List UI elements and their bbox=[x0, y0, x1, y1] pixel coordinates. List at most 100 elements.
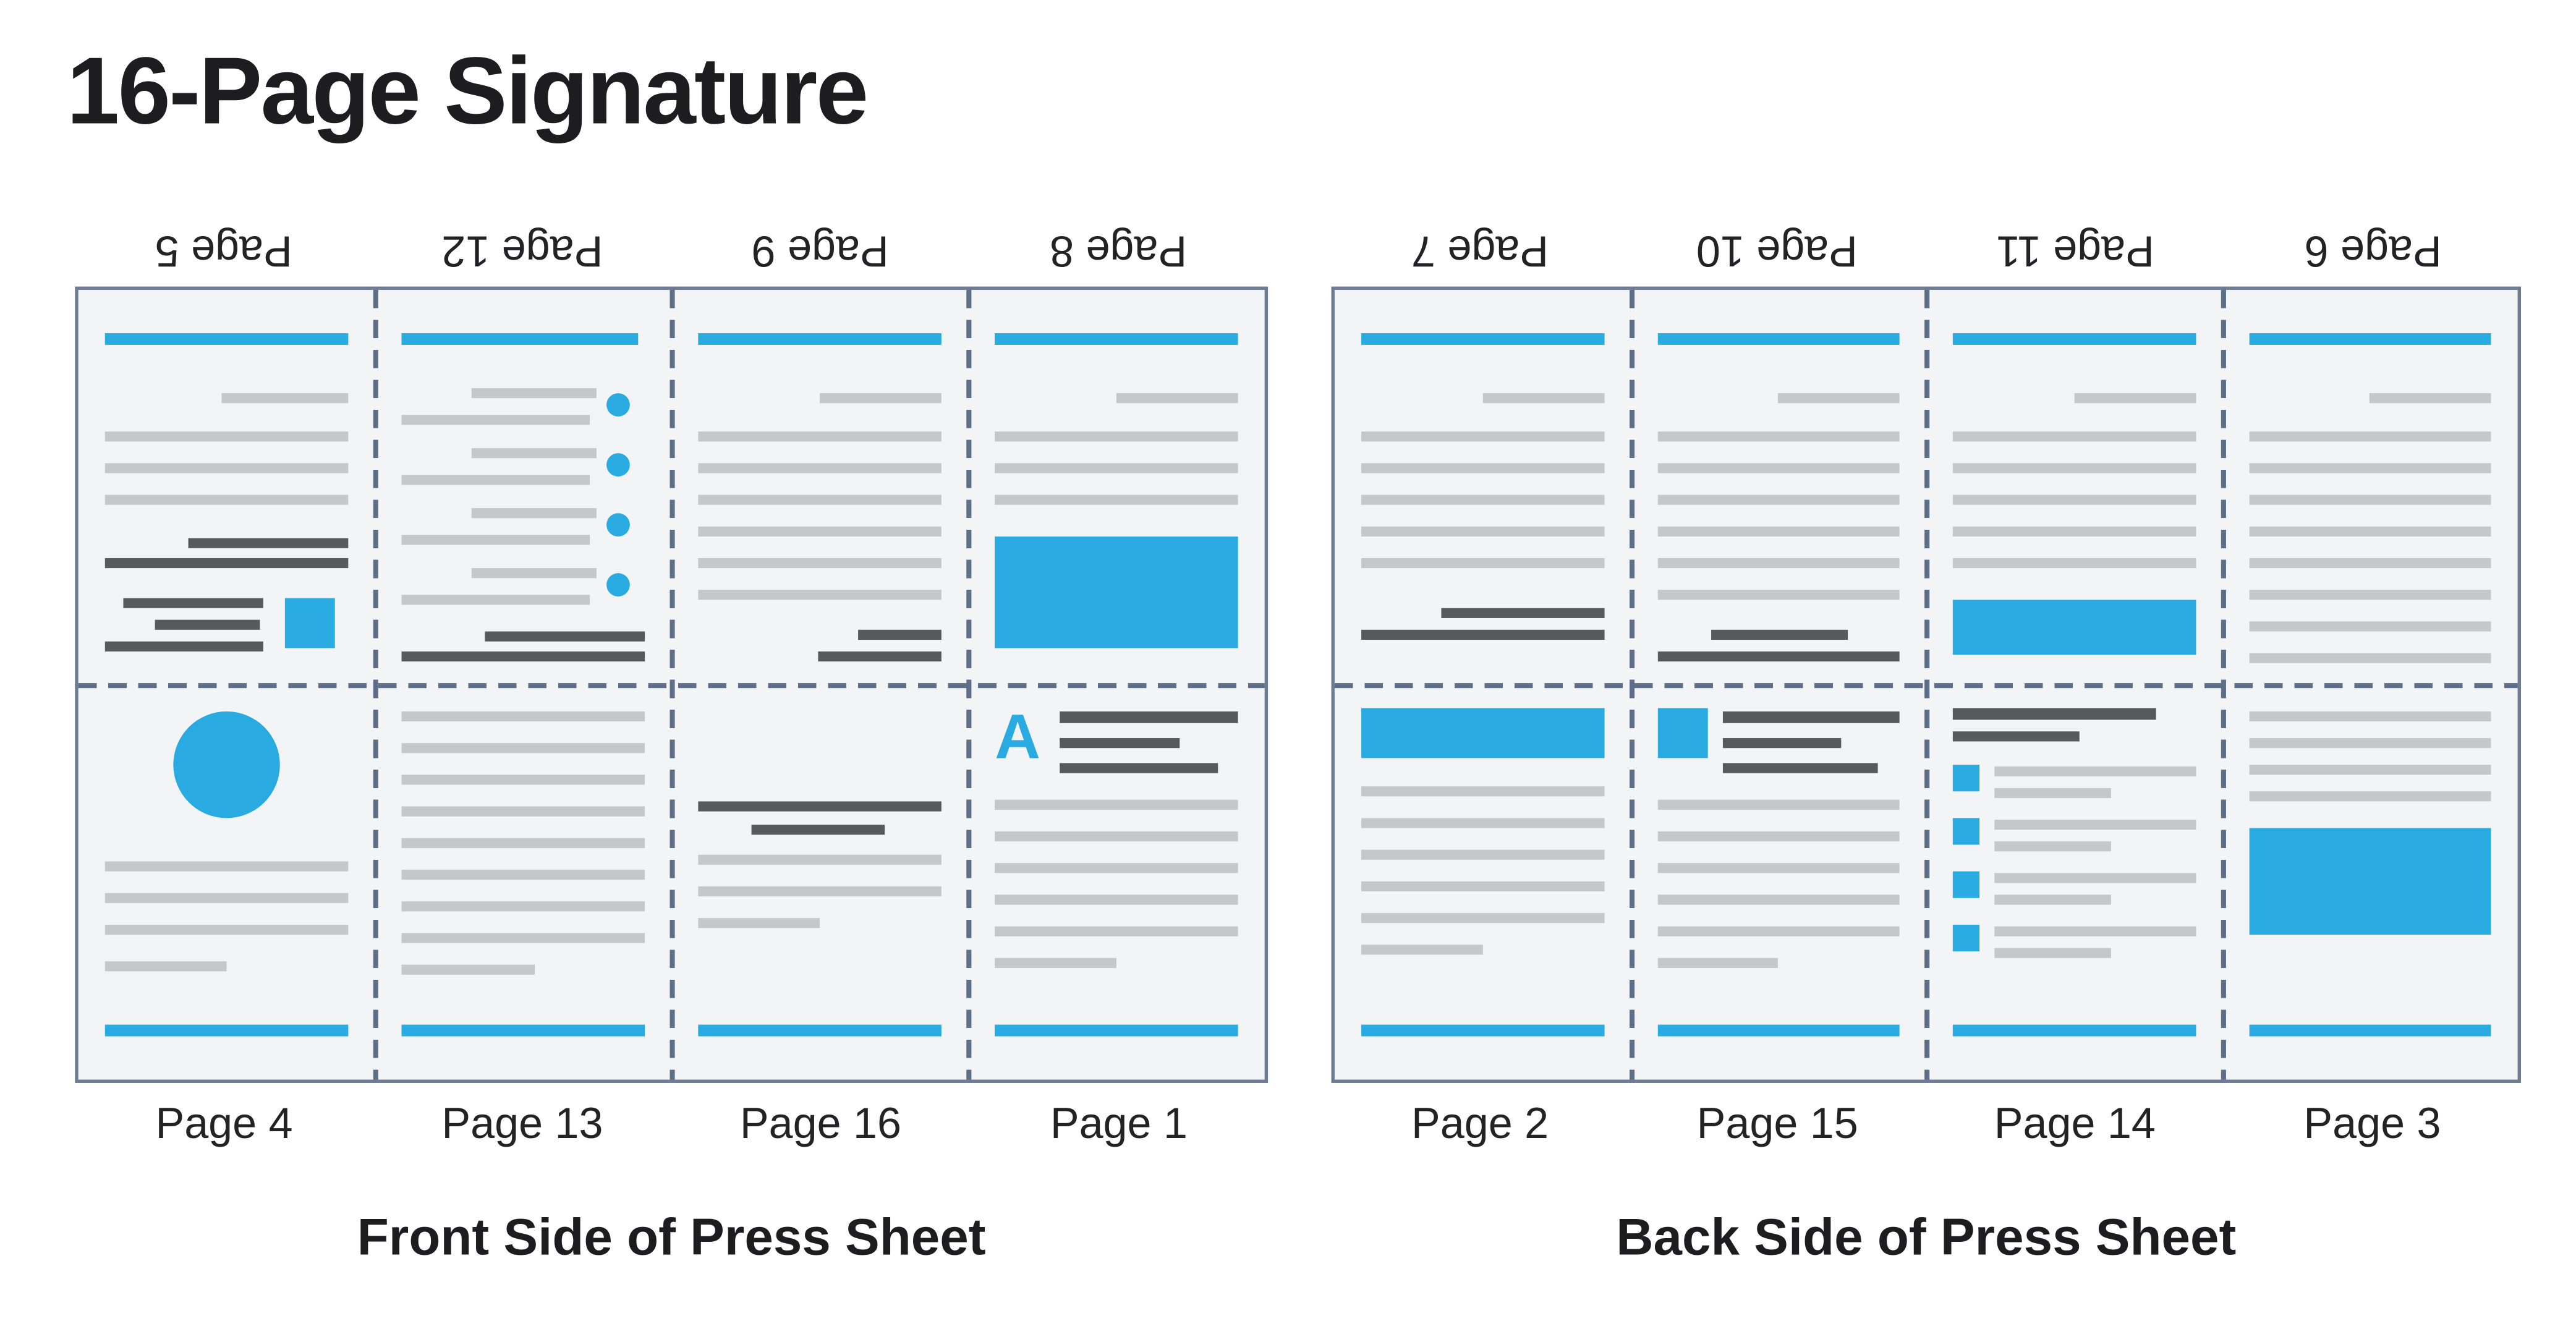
content-columns bbox=[1952, 818, 2196, 852]
content-column bbox=[1994, 818, 2196, 852]
placeholder-line bbox=[471, 508, 597, 519]
placeholder-line bbox=[484, 631, 645, 642]
content-column bbox=[1994, 925, 2196, 958]
bullet-square-icon bbox=[1952, 924, 1980, 952]
page-label-text: Page 8 bbox=[1050, 226, 1188, 276]
placeholder-line bbox=[401, 775, 645, 785]
content-column bbox=[606, 445, 645, 485]
spacer bbox=[698, 928, 942, 1024]
placeholder-line bbox=[401, 415, 590, 425]
placeholder-line bbox=[1952, 463, 2196, 474]
placeholder-line bbox=[2073, 393, 2196, 404]
content-column bbox=[285, 595, 348, 652]
title-bar bbox=[104, 333, 349, 345]
placeholder-line bbox=[1060, 711, 1238, 723]
content-column bbox=[606, 565, 645, 605]
placeholder-line bbox=[187, 538, 349, 548]
content-column bbox=[1060, 708, 1238, 773]
page-label: Page 1 bbox=[970, 1097, 1268, 1149]
placeholder-line bbox=[1778, 393, 1900, 404]
content-column bbox=[1722, 708, 1900, 773]
page-label: Page 6 bbox=[2224, 224, 2521, 276]
content-columns bbox=[401, 565, 645, 605]
page-cell-page-16 bbox=[671, 685, 968, 1080]
page-label-text: Page 9 bbox=[752, 226, 890, 276]
page-cell-page-13 bbox=[375, 685, 671, 1080]
spacer bbox=[2248, 935, 2491, 1025]
page-label: Page 3 bbox=[2224, 1097, 2521, 1149]
page-label: Page 13 bbox=[373, 1097, 671, 1149]
placeholder-line bbox=[154, 619, 260, 630]
drop-cap-letter: A bbox=[995, 703, 1041, 773]
placeholder-line bbox=[401, 651, 645, 662]
placeholder-line bbox=[1994, 948, 2111, 958]
placeholder-line bbox=[1361, 629, 1604, 640]
page-label-text: Page 15 bbox=[1696, 1097, 1858, 1147]
placeholder-line bbox=[104, 961, 227, 972]
placeholder-line bbox=[401, 743, 645, 754]
page-cell-page-3 bbox=[2222, 685, 2517, 1080]
bullet-square-icon bbox=[1952, 871, 1980, 898]
placeholder-line bbox=[817, 651, 942, 662]
placeholder-line bbox=[995, 926, 1238, 937]
placeholder-line bbox=[1722, 711, 1900, 723]
page-label-text: Page 2 bbox=[1411, 1097, 1549, 1147]
footer-bar bbox=[1361, 1024, 1604, 1037]
placeholder-line bbox=[401, 535, 590, 545]
content-column bbox=[1952, 924, 1984, 958]
placeholder-line bbox=[1441, 608, 1604, 618]
placeholder-line bbox=[1994, 788, 2111, 799]
content-column bbox=[1657, 708, 1715, 773]
content-columns bbox=[1952, 924, 2196, 958]
content-columns bbox=[104, 595, 349, 652]
placeholder-line bbox=[401, 838, 645, 848]
placeholder-line bbox=[1722, 763, 1879, 773]
bullet-square-icon bbox=[1952, 818, 1980, 845]
page-cell-page-2 bbox=[1335, 685, 1630, 1080]
placeholder-line bbox=[1952, 558, 2196, 569]
placeholder-line bbox=[1657, 463, 1900, 474]
content-column bbox=[1994, 765, 2196, 799]
placeholder-line bbox=[1952, 431, 2196, 442]
content-columns bbox=[1657, 708, 1900, 773]
placeholder-line bbox=[1361, 431, 1604, 442]
placeholder-line bbox=[1657, 651, 1900, 662]
placeholder-line bbox=[1952, 708, 2157, 720]
content-column bbox=[1994, 872, 2196, 905]
page-cell-page-6 bbox=[2222, 290, 2517, 685]
placeholder-line bbox=[698, 854, 942, 865]
page-cell-page-4 bbox=[79, 685, 375, 1080]
placeholder-line bbox=[1722, 738, 1842, 749]
placeholder-line bbox=[1657, 526, 1900, 537]
placeholder-line bbox=[1361, 495, 1604, 505]
placeholder-line bbox=[2248, 738, 2491, 749]
page-label: Page 2 bbox=[1332, 1097, 1629, 1149]
placeholder-line bbox=[698, 918, 820, 928]
placeholder-line bbox=[2248, 495, 2491, 505]
placeholder-line bbox=[2248, 765, 2491, 775]
placeholder-line bbox=[698, 886, 942, 897]
spacer bbox=[1657, 968, 1899, 1025]
placeholder-line bbox=[104, 431, 349, 442]
front-sheet-caption: Front Side of Press Sheet bbox=[357, 1208, 986, 1267]
placeholder-line bbox=[1657, 558, 1900, 569]
placeholder-line bbox=[1361, 881, 1604, 891]
footer-bar bbox=[1952, 1024, 2196, 1037]
footer-bar bbox=[104, 1024, 349, 1037]
placeholder-line bbox=[698, 463, 942, 474]
page-cell-page-5 bbox=[79, 290, 375, 685]
page-label: Page 4 bbox=[75, 1097, 373, 1149]
placeholder-circle bbox=[173, 711, 280, 818]
placeholder-image bbox=[1952, 600, 2196, 655]
placeholder-line bbox=[1361, 558, 1604, 569]
placeholder-line bbox=[1657, 495, 1900, 505]
footer-bar bbox=[2248, 1024, 2491, 1037]
placeholder-line bbox=[698, 801, 942, 812]
placeholder-line bbox=[1994, 894, 2111, 905]
bullet-circle-icon bbox=[606, 453, 629, 477]
placeholder-line bbox=[2370, 393, 2491, 404]
placeholder-line bbox=[2248, 431, 2491, 442]
content-column bbox=[1952, 818, 1984, 851]
placeholder-line bbox=[401, 475, 590, 485]
